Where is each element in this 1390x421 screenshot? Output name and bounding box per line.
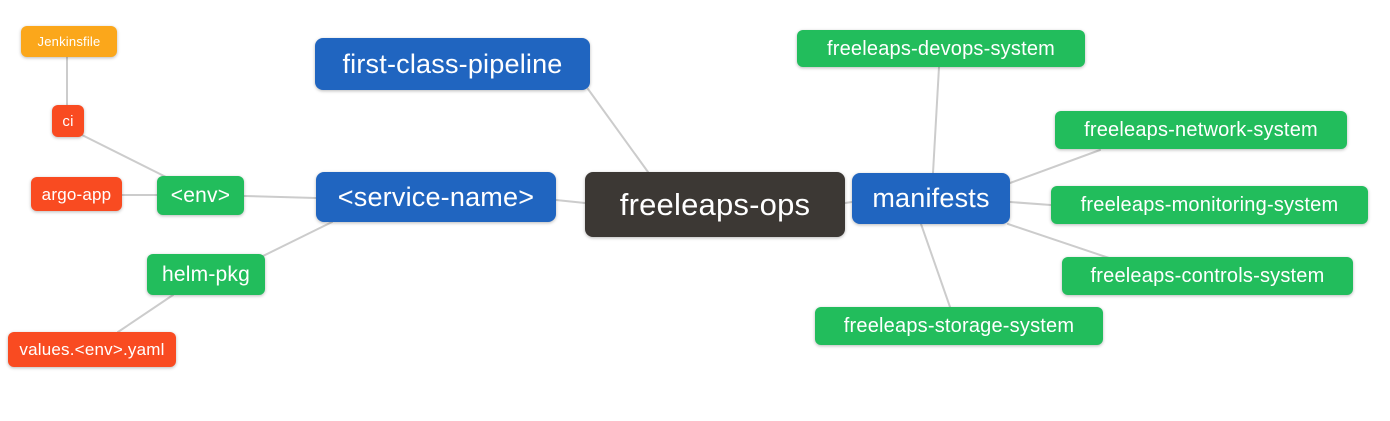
node-argo-app[interactable]: argo-app xyxy=(31,177,122,211)
edge-env-to-service-name xyxy=(243,195,317,199)
node-storage-system[interactable]: freeleaps-storage-system xyxy=(815,307,1103,345)
node-values-env-yaml[interactable]: values.<env>.yaml xyxy=(8,332,176,367)
node-helm-pkg[interactable]: helm-pkg xyxy=(147,254,265,295)
node-controls-system[interactable]: freeleaps-controls-system xyxy=(1062,257,1353,295)
node-network-system[interactable]: freeleaps-network-system xyxy=(1055,111,1347,149)
node-ci[interactable]: ci xyxy=(52,105,84,137)
edge-manifests-to-network-system xyxy=(1009,149,1101,184)
node-devops-system[interactable]: freeleaps-devops-system xyxy=(797,30,1085,67)
node-service-name[interactable]: <service-name> xyxy=(316,172,556,222)
node-manifests[interactable]: manifests xyxy=(852,173,1010,224)
node-first-class-pipeline[interactable]: first-class-pipeline xyxy=(315,38,590,90)
edge-ci-to-env xyxy=(81,134,169,179)
edge-service-name-to-helm-pkg xyxy=(262,221,333,257)
node-env[interactable]: <env> xyxy=(157,176,244,215)
edge-helm-pkg-to-values-env-yaml xyxy=(117,294,174,333)
edge-manifests-to-monitoring-system xyxy=(1009,201,1052,206)
node-jenkinsfile[interactable]: Jenkinsfile xyxy=(21,26,117,57)
node-monitoring-system[interactable]: freeleaps-monitoring-system xyxy=(1051,186,1368,224)
edge-service-name-to-freeleaps-ops xyxy=(555,199,586,204)
edge-devops-system-to-manifests xyxy=(932,66,940,174)
edge-manifests-to-storage-system xyxy=(920,223,951,308)
edge-freeleaps-ops-to-manifests xyxy=(844,201,853,204)
edge-manifests-to-controls-system xyxy=(1007,223,1116,261)
node-freeleaps-ops[interactable]: freeleaps-ops xyxy=(585,172,845,237)
edge-first-class-pipeline-to-freeleaps-ops xyxy=(587,88,649,173)
